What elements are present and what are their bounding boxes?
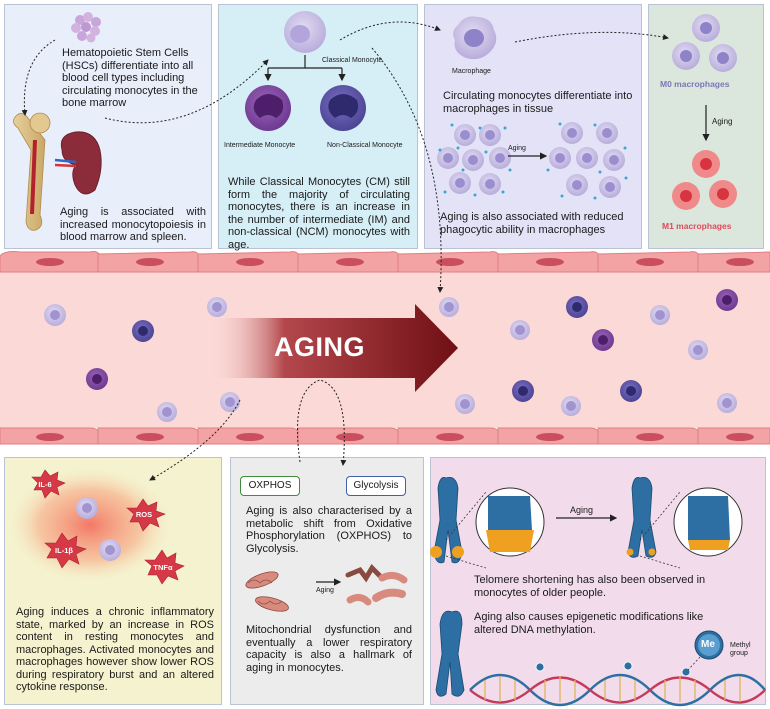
ros-burst xyxy=(126,498,166,532)
non-classical-monocyte-label: Non-Classical Monocyte xyxy=(327,142,403,149)
glycolysis-tag: Glycolysis xyxy=(346,476,406,496)
telomere-description: Telomere shortening has also been observ… xyxy=(474,574,706,599)
phagocytosis-young xyxy=(437,123,512,197)
blood-vessel xyxy=(0,251,770,445)
macrophage-differentiation-text: Circulating monocytes differentiate into… xyxy=(443,90,633,115)
classical-monocyte-icon xyxy=(284,11,326,53)
m0-macrophages-icon xyxy=(672,14,737,72)
il6-burst xyxy=(31,469,66,499)
spleen-icon xyxy=(54,131,102,195)
il1b-burst xyxy=(44,532,87,569)
phago-aging-label: Aging xyxy=(508,145,526,152)
macro-to-m0-arrow xyxy=(514,31,669,43)
macrophage-label: Macrophage xyxy=(452,68,491,75)
intermediate-monocyte-icon xyxy=(245,85,291,131)
inflammation-monocytes xyxy=(76,497,121,561)
monocyte-branch xyxy=(264,55,346,82)
tnfa-burst xyxy=(144,549,185,585)
inflammation-description: Aging induces a chronic inflammatory sta… xyxy=(16,606,214,693)
telomere-aging-label: Aging xyxy=(570,505,594,515)
ros-label: ROS xyxy=(135,510,153,519)
hsc-description: Hematopoietic Stem Cells (HSCs) differen… xyxy=(62,47,198,109)
tnfa-label: TNFα xyxy=(153,563,173,572)
metabolic-shift-description: Aging is also characterised by a metabol… xyxy=(246,505,412,555)
classical-monocyte-label: Classical Monocyte xyxy=(322,57,383,64)
m1-macrophages-label: M1 macrophages xyxy=(662,221,732,231)
mono-to-macro-arrow xyxy=(339,21,441,41)
il1b-label: IL-1β xyxy=(55,546,73,555)
monocyte-subset-description: While Classical Monocytes (CM) still for… xyxy=(228,176,410,251)
hsc-aging-description: Aging is associated with increased monoc… xyxy=(60,206,206,243)
hsc-cluster-icon xyxy=(71,12,101,43)
polarization-aging-label: Aging xyxy=(712,117,733,126)
methyl-group-label: Methyl group xyxy=(730,642,751,657)
phagocytosis-aged xyxy=(546,122,628,200)
il6-label: IL-6 xyxy=(38,480,52,489)
intermediate-monocyte-label: Intermediate Monocyte xyxy=(224,142,296,149)
mitochondria-damaged xyxy=(345,563,408,606)
hsc-to-mono-arrow xyxy=(104,59,269,124)
cytokine-bursts xyxy=(31,469,185,585)
epigenetic-description: Aging also causes epigenetic modificatio… xyxy=(474,611,704,636)
aging-arrow xyxy=(210,304,458,392)
non-classical-monocyte-icon xyxy=(320,85,366,131)
macrophage-icon xyxy=(453,16,497,60)
hsc-arrow-up xyxy=(21,39,56,116)
chromosome-dna xyxy=(435,610,465,697)
bone-icon xyxy=(13,112,51,231)
mito-aging-label: Aging xyxy=(316,587,334,594)
chromosome-young xyxy=(430,477,464,564)
m1-macrophages-icon xyxy=(672,150,737,210)
methyl-me-label: Me xyxy=(701,639,715,650)
mitochondria-healthy xyxy=(245,571,289,612)
mitochondria-description: Mitochondrial dysfunction and eventually… xyxy=(246,624,412,674)
telomere-zoom-aged xyxy=(673,487,743,557)
telomere-zoom-young xyxy=(475,487,545,557)
oxphos-tag: OXPHOS xyxy=(240,476,300,496)
m0-macrophages-label: M0 macrophages xyxy=(660,79,730,89)
chromosome-aged xyxy=(626,477,657,558)
aging-arrow-title: AGING xyxy=(274,332,366,362)
phagocytosis-description: Aging is also associated with reduced ph… xyxy=(440,211,624,236)
methyl-group-icon xyxy=(687,630,724,671)
dna-helix xyxy=(469,661,766,707)
vessel-monocytes xyxy=(44,289,738,422)
inflammation-glow xyxy=(5,465,175,585)
vessel-to-inflammation-arrow xyxy=(149,399,241,481)
mono-to-vessel-arrow xyxy=(371,47,444,293)
